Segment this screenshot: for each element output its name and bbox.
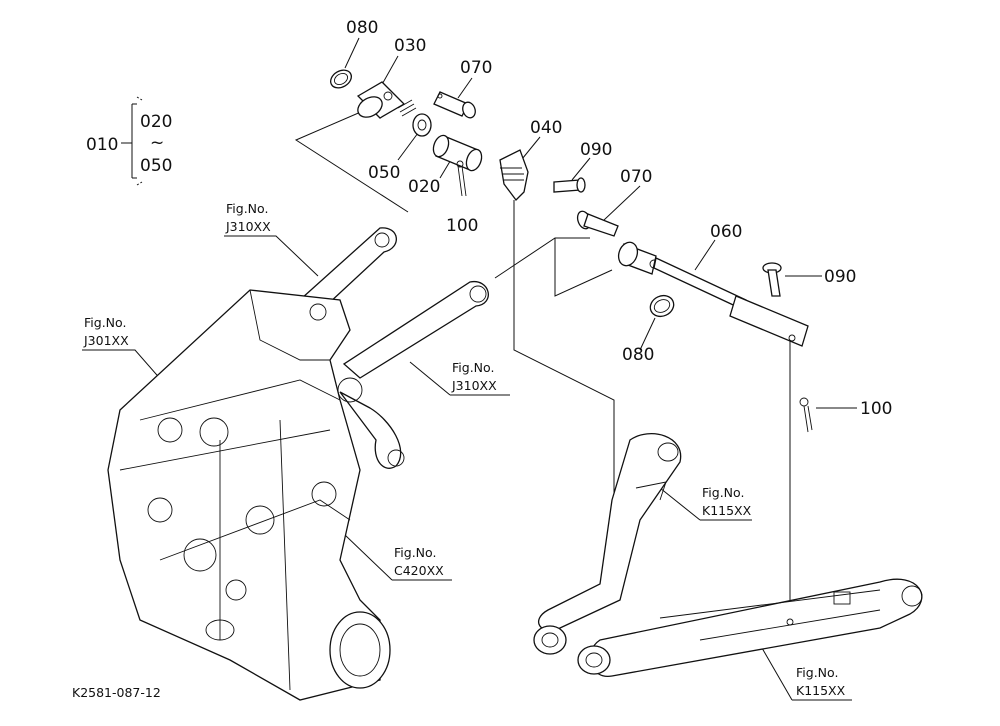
figref-j310-mid-line1: Fig.No. [452,360,494,375]
part-020-sleeve[interactable] [431,133,485,172]
transmission-housing [107,289,391,701]
figref-k115-mid-line1: Fig.No. [702,485,744,500]
range-tilde: ~ [150,133,164,153]
part-080-ring-bottom[interactable] [647,292,677,320]
callout-050[interactable]: 050 [368,163,400,183]
bracket-line [121,103,137,179]
callout-040[interactable]: 040 [530,118,562,138]
callout-100-right[interactable]: 100 [860,399,892,419]
callout-060[interactable]: 060 [710,222,742,242]
part-030-turnbuckle-end[interactable] [354,81,417,121]
figure-references: Fig.No. J310XX Fig.No. J301XX Fig.No. J3… [83,201,846,698]
part-070-pin-mid[interactable] [575,209,619,237]
figref-j301-line2[interactable]: J301XX [83,333,129,348]
part-050-washer[interactable] [412,113,432,137]
part-040-clevis[interactable] [499,149,529,201]
bracket-dashes [136,96,143,186]
part-070-pin-top[interactable] [433,91,477,120]
figref-k115-bottom-line1: Fig.No. [796,665,838,680]
figref-j310-top-line1: Fig.No. [226,201,268,216]
callout-070-top[interactable]: 070 [460,58,492,78]
part-100-split-pin-right[interactable] [799,397,813,433]
group-bracket: 010 020 ~ 050 [86,96,172,186]
part-100-split-pin-left[interactable] [456,160,467,197]
figref-c420-line1: Fig.No. [394,545,436,560]
callout-080-top[interactable]: 080 [346,18,378,38]
callout-010[interactable]: 010 [86,135,118,155]
part-090-pin-top[interactable] [553,177,586,193]
part-090-pin-right[interactable] [762,262,782,297]
callout-080-bottom[interactable]: 080 [622,345,654,365]
figref-k115-bottom-line2[interactable]: K115XX [796,683,846,698]
callout-030[interactable]: 030 [394,36,426,56]
figref-j310-top-line2[interactable]: J310XX [225,219,271,234]
callout-050-range-end: 050 [140,156,172,176]
callout-100-left[interactable]: 100 [446,216,478,236]
figref-j301-line1: Fig.No. [84,315,126,330]
lower-links [533,433,923,677]
part-060-lift-rod[interactable] [615,240,809,347]
figref-k115-mid-line2[interactable]: K115XX [702,503,752,518]
callout-020[interactable]: 020 [408,177,440,197]
callout-labels: 080 030 070 040 090 070 050 020 100 060 … [346,18,892,419]
figref-c420-line2[interactable]: C420XX [394,563,444,578]
callout-070-mid[interactable]: 070 [620,167,652,187]
drawing-code: K2581-087-12 [72,685,161,700]
figref-j310-mid-line2[interactable]: J310XX [451,378,497,393]
callout-090-top[interactable]: 090 [580,140,612,160]
callout-020-range-start: 020 [140,112,172,132]
callout-090-right[interactable]: 090 [824,267,856,287]
part-080-ring-top[interactable] [327,67,354,92]
